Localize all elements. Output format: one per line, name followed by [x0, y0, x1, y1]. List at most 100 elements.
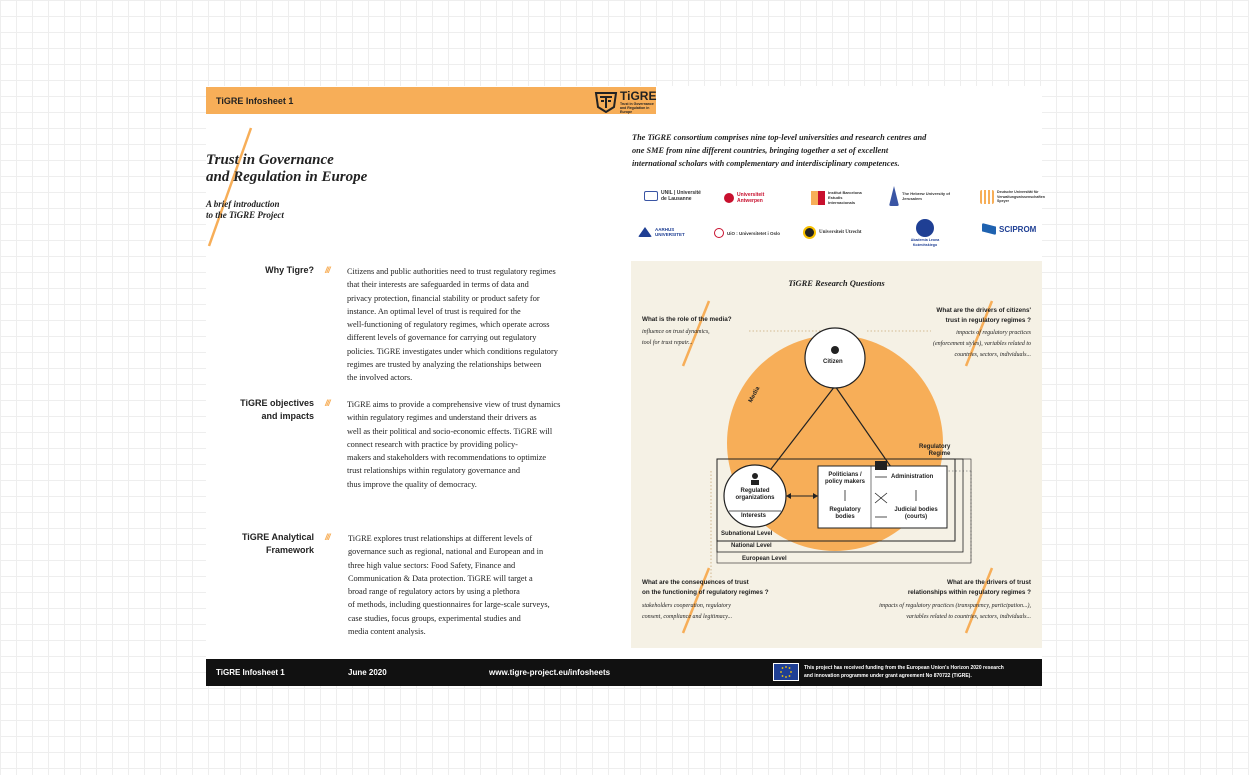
answer-line: countries, sectors, individuals... — [954, 352, 1032, 358]
section-text-line: makers and stakeholders with recommendat… — [347, 453, 547, 463]
section-text-line: TiGRE explores trust relationships at di… — [348, 534, 533, 543]
consortium-line: The TiGRE consortium comprises nine top-… — [632, 133, 927, 142]
answer-line: impacts of regulatory practices (transpa… — [879, 603, 1031, 609]
european-level-label: European Level — [742, 556, 787, 562]
footer-url-link[interactable]: www.tigre-project.eu/infosheets — [489, 668, 611, 677]
partner-logo: The Hebrew University of Jerusalem — [889, 186, 962, 206]
label-line: Judicial bodies — [894, 507, 938, 513]
partner-name: Universiteit Antwerpen — [737, 192, 765, 204]
section-text-line: TiGRE aims to provide a comprehensive vi… — [347, 400, 561, 409]
question-line: What are the drivers of trust — [947, 579, 1031, 586]
partner-logo: UNIL | Université de Lausanne — [644, 190, 705, 202]
diagram-graphics — [681, 300, 994, 634]
regulated-organizations-label: Regulated organizations — [731, 488, 779, 502]
partner-name: AARHUS UNIVERSITET — [655, 227, 685, 237]
section-text-line: that their interests are safeguarded in … — [347, 280, 529, 290]
answer-line: stakeholders cooperation, regulatory — [642, 603, 731, 609]
label-line: Regulatory — [919, 444, 951, 450]
regulated-organizations-node — [723, 464, 787, 528]
interests-label: Interests — [741, 513, 767, 519]
section-text-line: Citizens and public authorities need to … — [347, 267, 556, 276]
question-citizens-trust: What are the drivers of citizens' trust … — [936, 306, 1031, 326]
section-label-line: TiGRE objectives — [240, 398, 314, 408]
funding-line: and innovation programme under grant agr… — [804, 673, 972, 679]
label-line: bodies — [835, 514, 855, 520]
section-text-objectives: TiGRE aims to provide a comprehensive vi… — [347, 398, 612, 491]
section-slashes: /// — [325, 532, 330, 542]
person-icon — [752, 473, 758, 479]
infosheet-page: TiGRE Infosheet 1 TiGRE Trust in Governa… — [206, 86, 1045, 686]
partner-name: UNIL | Université de Lausanne — [661, 190, 701, 202]
section-text-line: instance. An optimal level of trust is r… — [347, 306, 521, 316]
consortium-description: The TiGRE consortium comprises nine top-… — [632, 131, 972, 170]
answer-line: (enforcement styles), variables related … — [932, 341, 1031, 347]
eu-stars-icon — [780, 666, 792, 678]
answer-drivers-within: impacts of regulatory practices (transpa… — [879, 601, 1031, 623]
sciprom-logo-icon — [982, 223, 996, 235]
answer-consequences: stakeholders cooperation, regulatory con… — [642, 601, 732, 623]
partner-logo: Universiteit Utrecht — [803, 226, 862, 239]
section-text-line: three high value sectors: Food Safety, F… — [348, 560, 516, 570]
partner-name: Institut Barcelona Estudis Internacional… — [828, 190, 862, 205]
page-title: Trust in Governance and Regulation in Eu… — [206, 152, 466, 186]
section-text-line: policies. TiGRE investigates under which… — [347, 346, 558, 356]
partner-logo: Universiteit Antwerpen — [724, 192, 773, 204]
section-label-objectives: TiGRE objectives and impacts — [194, 397, 314, 423]
partner-name: Deutsche Universität für Verwaltungswiss… — [997, 190, 1045, 204]
section-text-line: within regulatory regimes and understand… — [347, 413, 537, 423]
ibei-logo-icon — [811, 190, 825, 205]
speyer-logo-icon — [980, 190, 994, 204]
logo-name: TiGRE — [620, 89, 657, 103]
section-label-why-tigre: Why Tigre? — [194, 264, 314, 277]
consortium-line: one SME from nine different countries, b… — [632, 146, 889, 155]
oslo-logo-icon — [714, 228, 724, 238]
partner-name: UiO : Universitetet i Oslo — [727, 230, 781, 236]
section-text-line: thus improve the quality of democracy. — [347, 479, 477, 489]
subtitle-line: A brief introduction — [206, 199, 280, 209]
label-line: organizations — [735, 495, 775, 501]
section-text-line: well-functioning of regulatory regimes, … — [347, 320, 550, 330]
page-subtitle: A brief introduction to the TiGRE Projec… — [206, 199, 406, 221]
subnational-level-label: Subnational Level — [721, 531, 773, 537]
partner-logo: UiO : Universitetet i Oslo — [714, 228, 780, 238]
tigre-emblem-icon — [594, 92, 618, 114]
label-line: (courts) — [904, 514, 928, 520]
question-line: What is the role of the media? — [642, 316, 732, 323]
tigre-logo: TiGRE Trust in Governance and Regulation… — [594, 89, 664, 114]
section-text-line: governance such as regional, national an… — [348, 547, 544, 557]
funding-line: This project has received funding from t… — [804, 665, 1004, 671]
partner-logo: Akademia Leona Koźmińskiego — [905, 219, 945, 247]
antwerp-logo-icon — [724, 193, 734, 203]
answer-line: consent, compliance and legitimacy... — [642, 614, 733, 620]
partner-logo: Institut Barcelona Estudis Internacional… — [811, 190, 868, 205]
section-text-line: case studies, focus groups, experimental… — [348, 613, 521, 623]
question-line: What are the consequences of trust — [642, 579, 749, 586]
section-text-line: Communication & Data protection. TiGRE w… — [348, 573, 533, 583]
title-line: Trust in Governance — [206, 152, 334, 168]
section-slashes: /// — [325, 398, 330, 408]
section-text-line: the involved actors. — [347, 373, 413, 383]
section-slashes: /// — [325, 265, 330, 275]
section-label-line: Why Tigre? — [265, 265, 314, 275]
answer-line: tool for trust repair... — [642, 340, 693, 346]
question-line: trust in regulatory regimes ? — [945, 317, 1031, 324]
section-text-line: trust relationships within regulatory go… — [347, 466, 521, 476]
section-text-line: privacy protection, financial stability … — [347, 293, 540, 303]
section-text-line: regimes are trusted by analyzing the rel… — [347, 360, 542, 370]
answer-media: influence on trust dynamics, tool for tr… — [642, 327, 710, 349]
header-bar: TiGRE Infosheet 1 TiGRE Trust in Governa… — [206, 87, 656, 114]
partner-name: Akademia Leona Koźmińskiego — [910, 238, 940, 247]
partner-name: Universiteit Utrecht — [819, 230, 862, 235]
section-label-framework: TiGRE Analytical Framework — [194, 531, 314, 557]
partner-name: SCIPROM — [999, 224, 1037, 234]
section-text-line: well as their political and socio-econom… — [347, 426, 553, 436]
partner-logo: AARHUS UNIVERSITET — [638, 227, 691, 237]
regulatory-regime-label: Regulatory Regime — [919, 444, 950, 458]
subtitle-line: to the TiGRE Project — [206, 210, 284, 220]
section-text-line: different levels of governance for carry… — [347, 333, 537, 343]
section-text-line: of methods, including questionnaires for… — [348, 600, 550, 610]
title-slash-decoration — [207, 127, 253, 247]
politicians-label: Politicians / policy makers — [821, 472, 869, 486]
question-consequences: What are the consequences of trust on th… — [642, 578, 769, 598]
title-line: and Regulation in Europe — [206, 169, 368, 185]
